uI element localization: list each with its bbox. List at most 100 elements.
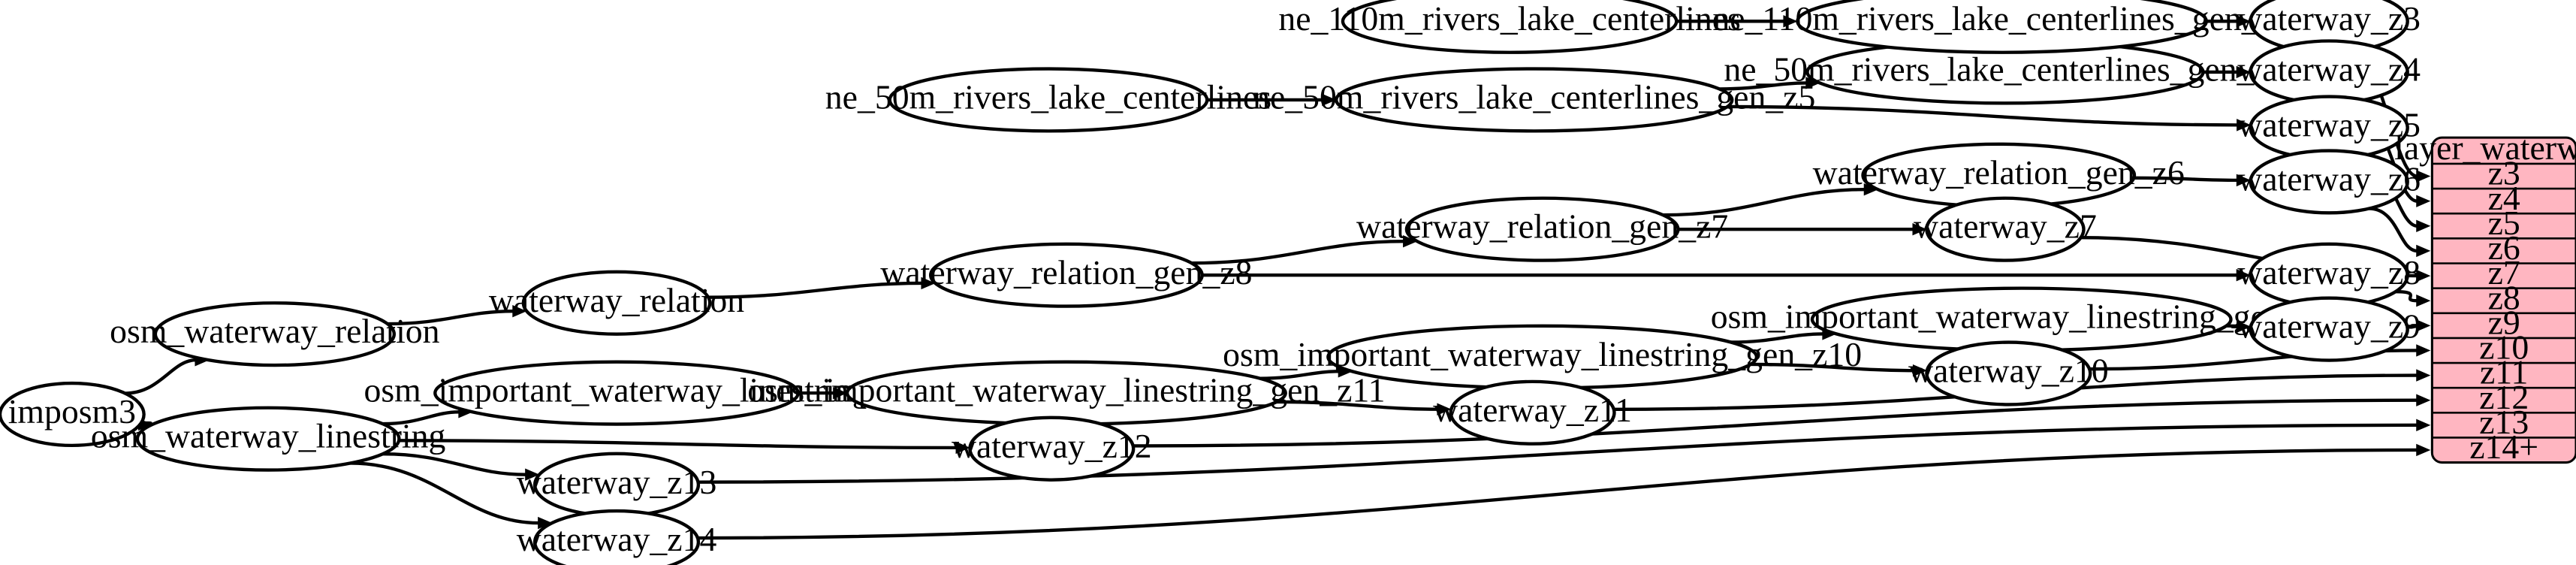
node-waterway_relation_gen_z7[interactable]: waterway_relation_gen_z7: [1356, 196, 1728, 262]
node-label: waterway_relation_gen_z7: [1356, 207, 1728, 246]
node-ellipse[interactable]: [1449, 379, 1616, 446]
node-ne_50m_rivers_lake_centerlines_gen_z4[interactable]: ne_50m_rivers_lake_centerlines_gen_z4: [1724, 39, 2287, 105]
node-osm_important_waterway_linestring_gen_z11[interactable]: osm_important_waterway_linestring_gen_z1…: [747, 360, 1386, 426]
edge-arrowhead: [2236, 65, 2251, 79]
node-ellipse[interactable]: [1925, 196, 2086, 262]
node-ellipse[interactable]: [1404, 196, 1680, 262]
node-ellipse[interactable]: [2249, 296, 2409, 362]
node-waterway_relation_gen_z6[interactable]: waterway_relation_gen_z6: [1813, 142, 2185, 208]
edge-ne_50m_rivers_lake_centerlines-to-ne_50m_rivers_lake_centerlines_gen_z5: [1207, 93, 1337, 107]
node-waterway_z4[interactable]: waterway_z4: [2237, 39, 2421, 105]
table-row-z11[interactable]: z11: [2480, 353, 2528, 391]
edge-osm_important_waterway_linestring_gen_z11-to-waterway_z11: [1276, 400, 1452, 415]
table-row-z7[interactable]: z7: [2488, 253, 2520, 292]
node-ellipse[interactable]: [0, 381, 146, 448]
node-ellipse[interactable]: [1335, 67, 1734, 133]
node-ellipse[interactable]: [521, 270, 712, 336]
table-row-z6[interactable]: z6: [2488, 228, 2520, 267]
edge-line: [697, 448, 2418, 540]
node-ellipse[interactable]: [2249, 149, 2409, 215]
edge-waterway_z9-to-layer_waterway_z9: [2407, 319, 2431, 332]
table-row-z3[interactable]: z3: [2488, 154, 2520, 192]
edge-line: [1133, 398, 2418, 448]
node-osm_waterway_linestring[interactable]: osm_waterway_linestring: [91, 406, 445, 472]
edge-line: [387, 309, 514, 326]
table-row-z8[interactable]: z8: [2488, 278, 2520, 316]
node-ellipse[interactable]: [153, 301, 397, 367]
edge-waterway_z14-to-layer_waterway_z14_: [697, 443, 2431, 540]
node-waterway_z11[interactable]: waterway_z11: [1433, 379, 1632, 446]
node-label: waterway_z12: [952, 427, 1152, 465]
node-label: imposm3: [8, 392, 136, 431]
node-osm_important_waterway_linestring[interactable]: osm_important_waterway_linestring: [363, 360, 870, 426]
node-label: osm_waterway_linestring: [91, 417, 445, 455]
edge-line: [382, 452, 526, 476]
table-row-z12[interactable]: z12: [2479, 378, 2529, 416]
node-waterway_z5[interactable]: waterway_z5: [2237, 95, 2421, 161]
node-ellipse[interactable]: [1341, 0, 1679, 54]
node-ellipse[interactable]: [433, 360, 800, 426]
node-ne_110m_rivers_lake_centerlines_gen_z3[interactable]: ne_110m_rivers_lake_centerlines_gen_z3: [1712, 0, 2291, 54]
node-waterway_z7[interactable]: waterway_z7: [1914, 196, 2097, 262]
node-waterway_z9[interactable]: waterway_z9: [2237, 296, 2421, 362]
node-ellipse[interactable]: [928, 242, 1204, 308]
edge-line: [1727, 104, 2238, 127]
table-row-z13[interactable]: z13: [2479, 403, 2529, 441]
node-imposm3[interactable]: imposm3: [0, 381, 146, 448]
node-label: waterway_z4: [2237, 50, 2421, 88]
edge-line: [1663, 188, 1865, 217]
table-row-z10[interactable]: z10: [2479, 328, 2529, 367]
edge-line: [708, 281, 922, 299]
edge-arrowhead: [1322, 93, 1337, 107]
table-row-z14plus[interactable]: z14+: [2469, 428, 2538, 466]
node-label: waterway_z10: [1908, 352, 2109, 390]
edge-arrowhead: [921, 276, 936, 290]
node-waterway_relation[interactable]: waterway_relation: [489, 270, 744, 336]
node-ne_110m_rivers_lake_centerlines[interactable]: ne_110m_rivers_lake_centerlines: [1278, 0, 1741, 54]
edge-arrowhead: [955, 441, 970, 455]
node-ne_50m_rivers_lake_centerlines_gen_z5[interactable]: ne_50m_rivers_lake_centerlines_gen_z5: [1253, 67, 1815, 133]
edge-ne_50m_rivers_lake_centerlines_gen_z5-to-waterway_z5: [1727, 104, 2252, 131]
table-row-z4[interactable]: z4: [2488, 179, 2520, 217]
node-label: osm_waterway_relation: [110, 312, 439, 350]
node-label: waterway_z11: [1433, 391, 1632, 429]
edge-arrowhead: [512, 304, 527, 318]
edge-line: [350, 461, 539, 525]
node-waterway_z12[interactable]: waterway_z12: [952, 415, 1152, 482]
node-ne_50m_rivers_lake_centerlines[interactable]: ne_50m_rivers_lake_centerlines: [825, 67, 1271, 133]
node-label: waterway_z9: [2237, 307, 2421, 346]
node-osm_important_waterway_linestring_gen_z10[interactable]: osm_important_waterway_linestring_gen_z1…: [1223, 324, 1862, 390]
edge-ne_110m_rivers_lake_centerlines-to-ne_110m_rivers_lake_centerlines_gen_z3: [1676, 15, 1798, 28]
edge-osm_important_waterway_linestring-to-osm_important_waterway_linestring_gen_z11: [798, 386, 848, 400]
node-waterway_z10[interactable]: waterway_z10: [1908, 340, 2109, 406]
edge-arrowhead: [2237, 320, 2252, 333]
node-waterway_z6[interactable]: waterway_z6: [2237, 149, 2421, 215]
node-ellipse[interactable]: [888, 67, 1209, 133]
node-label: waterway_z14: [517, 520, 717, 558]
node-osm_waterway_relation[interactable]: osm_waterway_relation: [110, 301, 440, 367]
node-label: waterway_z7: [1914, 207, 2097, 246]
node-ellipse[interactable]: [1796, 0, 2208, 54]
edge-ne_50m_rivers_lake_centerlines_gen_z4-to-waterway_z4: [2203, 65, 2251, 79]
node-waterway_relation_gen_z8[interactable]: waterway_relation_gen_z8: [880, 242, 1253, 308]
node-label: waterway_relation: [489, 281, 744, 319]
edge-line: [125, 358, 196, 395]
node-waterway_z14[interactable]: waterway_z14: [517, 509, 717, 565]
node-osm_important_waterway_linestring_gen_z9[interactable]: osm_important_waterway_linestring_gen_z9: [1711, 286, 2333, 352]
table-row-z9[interactable]: z9: [2488, 303, 2520, 341]
edge-line: [1259, 370, 1339, 380]
node-label: ne_110m_rivers_lake_centerlines: [1278, 0, 1740, 38]
node-ellipse[interactable]: [1925, 340, 2092, 406]
node-waterway_z8[interactable]: waterway_z8: [2237, 242, 2421, 308]
table-row-z5[interactable]: z5: [2488, 204, 2520, 242]
nodes-layer: imposm3 osm_waterway_relation osm_waterway…: [0, 0, 2421, 565]
edge-line: [382, 410, 460, 426]
edge-arrowhead: [2236, 174, 2251, 187]
node-waterway_z13[interactable]: waterway_z13: [517, 452, 717, 518]
node-ellipse[interactable]: [532, 509, 701, 565]
node-ellipse[interactable]: [968, 415, 1136, 482]
edge-arrowhead: [1783, 15, 1798, 28]
edge-arrowhead: [2416, 269, 2431, 282]
node-ellipse[interactable]: [135, 406, 401, 472]
